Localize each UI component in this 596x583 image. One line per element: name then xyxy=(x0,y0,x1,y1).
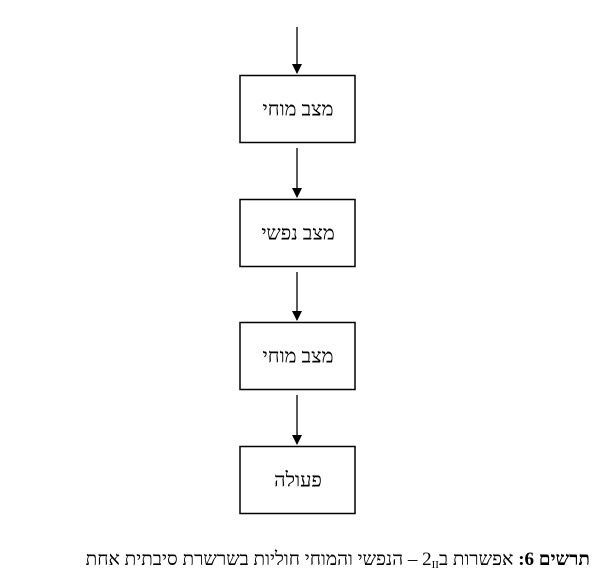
flow-node: מצב נפשי xyxy=(239,198,356,268)
caption-label: תרשים 6: xyxy=(518,549,590,570)
flow-node-label: מצב נפשי xyxy=(261,223,334,245)
figure-caption: תרשים 6: אפשרות ב2II – הנפשי והמוחי חולי… xyxy=(0,549,590,576)
flow-node-label: פעולה xyxy=(274,470,322,492)
flow-node-box xyxy=(239,445,356,515)
flow-node-box xyxy=(239,321,356,391)
flow-node: מצב מוחי xyxy=(239,74,356,144)
nodes: מצב מוחי מצב נפשי מצב מוחי פעולה xyxy=(239,74,356,515)
flow-node: מצב מוחי xyxy=(239,321,356,391)
caption-subscript: II xyxy=(431,559,439,571)
flow-node-label: מצב מוחי xyxy=(262,346,333,368)
caption-text-after: – הנפשי והמוחי חוליות בשרשרת סיבתית אחת xyxy=(85,549,423,570)
flow-node-label: מצב מוחי xyxy=(262,99,333,121)
flow-node: פעולה xyxy=(239,445,356,515)
flow-node-box xyxy=(239,74,356,144)
flow-node-box xyxy=(239,198,356,268)
caption-text-before: אפשרות ב2 xyxy=(422,549,514,570)
